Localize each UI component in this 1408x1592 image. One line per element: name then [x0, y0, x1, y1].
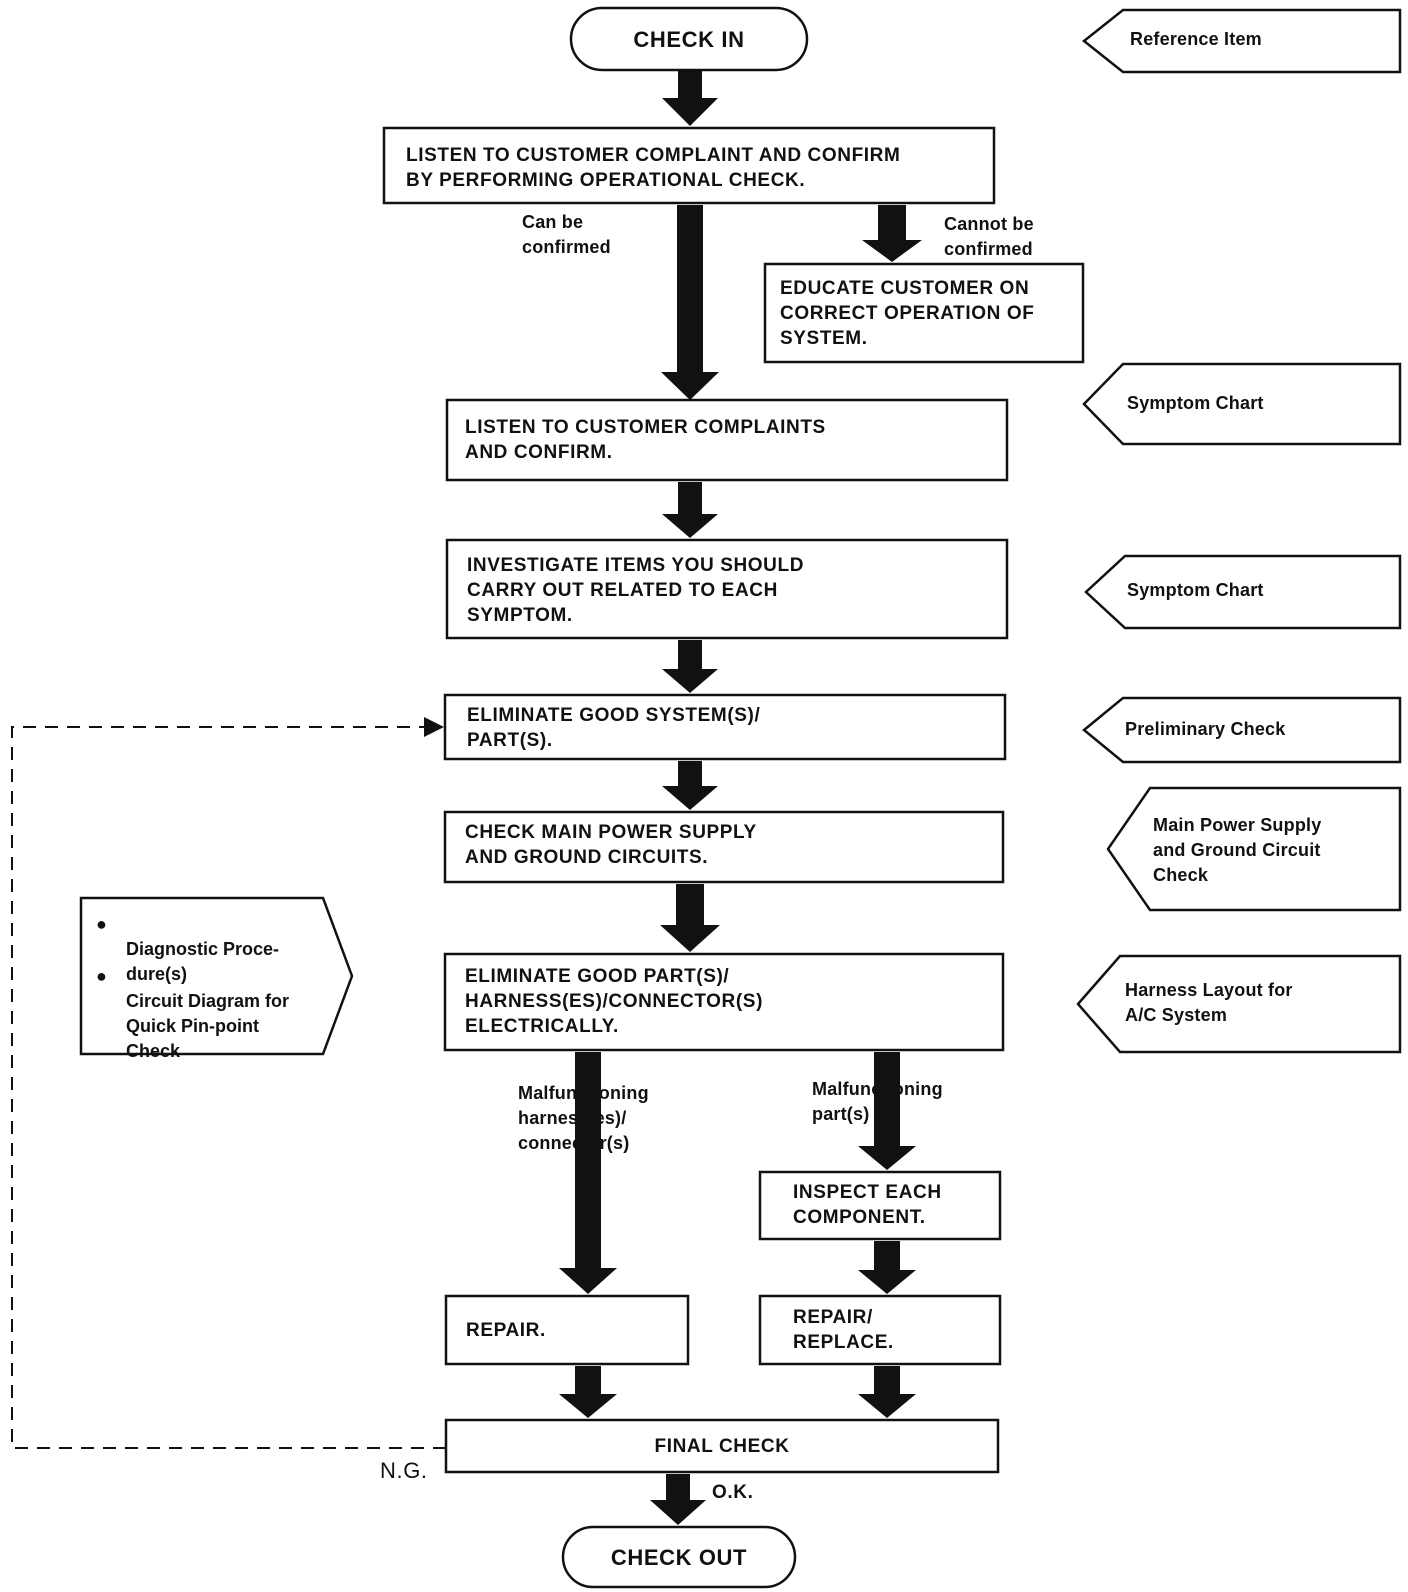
eliminate-system-label: ELIMINATE GOOD SYSTEM(S)/ PART(S).	[467, 705, 761, 751]
ng-label: N.G.	[380, 1458, 428, 1483]
listen-confirm-label: LISTEN TO CUSTOMER COMPLAINT AND CONFIRM…	[406, 145, 901, 191]
inspect-component-box	[758, 1170, 1002, 1241]
arrow-parts-repair	[559, 1052, 617, 1294]
ref-pointer-symptom-1	[1082, 362, 1402, 446]
diagnostic-item-2-text: Circuit Diagram for Quick Pin-point Chec…	[126, 991, 290, 1061]
arrow-investigate-eliminate	[662, 640, 718, 693]
arrow-replace-final	[858, 1366, 916, 1418]
educate-customer-label: EDUCATE CUSTOMER ON CORRECT OPERATION OF…	[780, 278, 1035, 349]
arrow-power-parts	[660, 884, 720, 952]
listen-confirm-2-box	[445, 398, 1009, 482]
symptom-chart-1-label: Symptom Chart	[1127, 393, 1264, 413]
ref-pointer-main-power	[1106, 786, 1402, 912]
ref-pointer-harness	[1076, 954, 1402, 1054]
check-in-label: CHECK IN	[633, 27, 745, 52]
ok-label: O.K.	[712, 1482, 754, 1503]
arrow-final-checkout	[650, 1474, 706, 1525]
can-be-confirmed-label: Can be confirmed	[522, 212, 611, 257]
investigate-label: INVESTIGATE ITEMS YOU SHOULD CARRY OUT R…	[467, 555, 805, 626]
ng-loop-line	[11, 717, 446, 1449]
preliminary-check-label: Preliminary Check	[1125, 719, 1286, 739]
investigate-box	[445, 538, 1009, 640]
eliminate-parts-box	[443, 952, 1005, 1052]
bullet-icon: ●	[96, 966, 107, 986]
ref-pointer-symptom-2	[1084, 554, 1402, 630]
diagnostic-item-1: ● Diagnostic Proce- dure(s)	[96, 912, 326, 987]
ref-pointer-reference-item	[1081, 8, 1402, 74]
cannot-be-confirmed-label: Cannot be confirmed	[944, 214, 1034, 259]
diagnostic-item-2: ● Circuit Diagram for Quick Pin-point Che…	[96, 964, 336, 1064]
arrow-listen2-investigate	[662, 482, 718, 538]
ref-pointer-preliminary	[1082, 696, 1402, 764]
check-out-terminal	[561, 1525, 797, 1589]
repair-box	[444, 1294, 690, 1366]
eliminate-parts-label: ELIMINATE GOOD PART(S)/ HARNESS(ES)/CONN…	[465, 966, 764, 1037]
check-power-label: CHECK MAIN POWER SUPPLY AND GROUND CIRCU…	[465, 822, 757, 868]
arrow-parts-inspect	[858, 1052, 916, 1170]
inspect-component-label: INSPECT EACH COMPONENT.	[793, 1182, 942, 1228]
arrow-repair-final	[559, 1366, 617, 1418]
repair-replace-label: REPAIR/ REPLACE.	[793, 1307, 894, 1353]
listen-confirm-box	[382, 126, 996, 205]
harness-layout-label: Harness Layout for A/C System	[1125, 980, 1293, 1025]
malfunctioning-harness-label: Malfunctioning harness(es)/ connector(s)	[518, 1083, 649, 1153]
arrow-eliminate-power	[662, 761, 718, 810]
diagnostic-item-1-text: Diagnostic Proce- dure(s)	[126, 939, 280, 984]
educate-customer-box	[763, 262, 1085, 364]
diagnostic-pointer	[79, 896, 354, 1056]
repair-replace-box	[758, 1294, 1002, 1366]
malfunctioning-part-label: Malfunctioning part(s)	[812, 1079, 943, 1124]
check-power-box	[443, 810, 1005, 884]
arrow-listen-listen2	[661, 205, 719, 400]
eliminate-system-box	[443, 693, 1007, 761]
symptom-chart-2-label: Symptom Chart	[1127, 580, 1264, 600]
bullet-icon: ●	[96, 914, 107, 934]
arrow-inspect-replace	[858, 1241, 916, 1294]
arrow-listen-educate	[862, 205, 922, 262]
final-check-box	[444, 1418, 1000, 1474]
reference-item-label: Reference Item	[1130, 29, 1262, 49]
listen-confirm-2-label: LISTEN TO CUSTOMER COMPLAINTS AND CONFIR…	[465, 417, 826, 463]
main-power-check-label: Main Power Supply and Ground Circuit Che…	[1153, 815, 1322, 885]
check-out-label: CHECK OUT	[610, 1545, 748, 1570]
final-check-label: FINAL CHECK	[654, 1436, 790, 1457]
flow-arrows	[559, 70, 922, 1525]
repair-label: REPAIR.	[466, 1320, 546, 1341]
arrow-checkin-listen	[662, 70, 718, 126]
reference-pointers	[79, 8, 1402, 1056]
